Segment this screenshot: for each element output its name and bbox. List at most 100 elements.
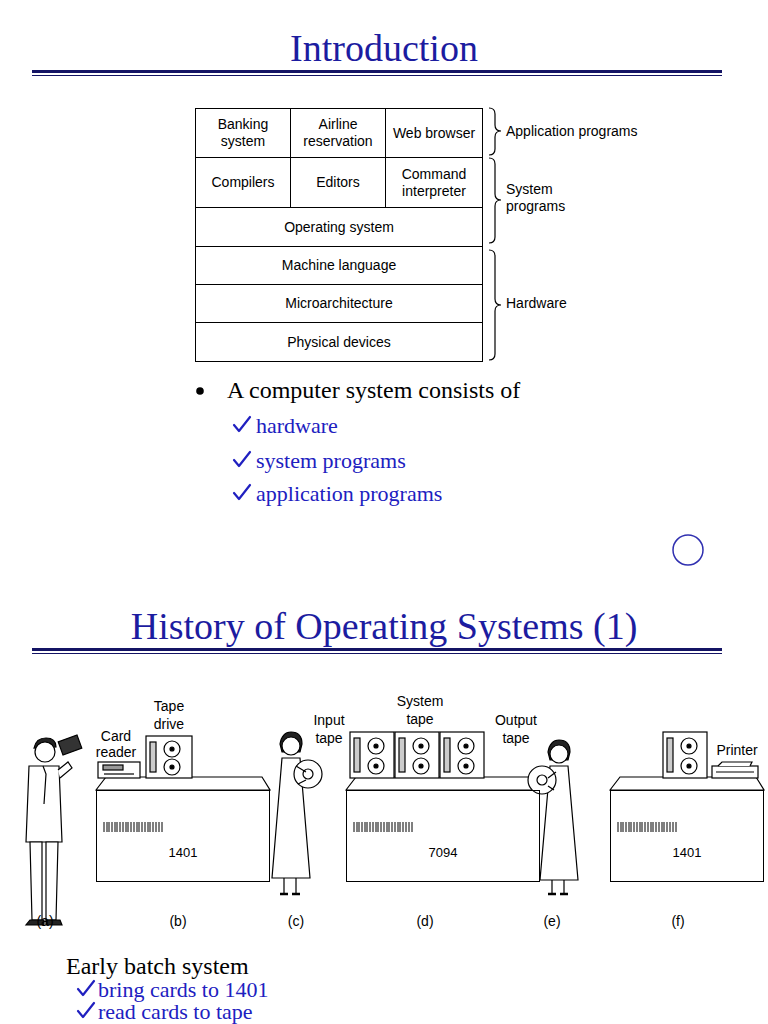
computer-1401 — [150, 742, 156, 772]
operator-figure — [272, 732, 322, 894]
check-mark — [78, 417, 250, 1017]
box-label: Operating system — [284, 219, 394, 236]
check-item: hardware — [256, 413, 556, 439]
operator-figure — [284, 878, 296, 894]
layer-band: Operating system — [195, 207, 483, 247]
computer-1401 — [98, 762, 140, 778]
system-program-box: Editors — [290, 157, 386, 208]
panel-stripes — [104, 822, 676, 832]
panel-letter: (f) — [661, 912, 695, 930]
box-label: Machine language — [282, 257, 396, 274]
box-label: 7094 — [347, 844, 539, 862]
computer-7094 — [413, 738, 429, 754]
computer-7094 — [444, 738, 450, 772]
computer-7094 — [368, 758, 384, 774]
system-program-box: Compilers — [195, 157, 291, 208]
check-mark — [78, 1003, 94, 1017]
operator-figure — [30, 842, 42, 920]
operator-figure — [58, 735, 82, 755]
panel-letter: (c) — [279, 912, 313, 930]
operator-figure — [43, 766, 46, 804]
check-mark — [234, 485, 250, 499]
computer-1401 — [96, 777, 270, 790]
group-label: Application programs — [506, 123, 656, 140]
computer-1401 — [687, 764, 691, 768]
box-label: Banking system — [200, 116, 286, 150]
device-label: Printer — [708, 741, 766, 759]
panel-letter: (d) — [408, 912, 442, 930]
operator-figure — [552, 880, 564, 894]
device-label: Input tape — [304, 711, 354, 747]
box-label: Web browser — [393, 125, 475, 142]
operator-figure — [46, 842, 58, 920]
computer-cabinet: 1401 — [610, 790, 764, 882]
layer-band: Physical devices — [195, 322, 483, 362]
panel-stripes — [618, 822, 676, 832]
device-label: Output tape — [488, 711, 544, 747]
computer-1401 — [104, 773, 134, 774]
application-box: Web browser — [385, 108, 483, 158]
check-mark — [234, 452, 250, 466]
computer-1401 — [164, 759, 180, 775]
bullet-dot — [196, 387, 204, 395]
curly-brace — [489, 108, 501, 155]
outline-circle — [673, 535, 703, 565]
computer-1401 — [164, 741, 180, 757]
computer-7094 — [419, 764, 423, 768]
computer-7094 — [464, 764, 468, 768]
group-label: System programs — [506, 181, 582, 215]
operator-figure — [280, 893, 300, 896]
box-label: Command interpreter — [390, 166, 478, 200]
layer-band: Machine language — [195, 246, 483, 285]
operator-figure — [294, 760, 322, 788]
computer-1401 — [667, 738, 673, 772]
box-label: Microarchitecture — [285, 295, 392, 312]
box-label: 1401 — [611, 844, 763, 862]
computer-1401 — [687, 744, 691, 748]
title-rule — [32, 70, 722, 73]
computer-7094 — [354, 738, 360, 772]
computer-7094 — [458, 758, 474, 774]
box-label: Editors — [316, 174, 360, 191]
box-label: Physical devices — [287, 334, 391, 351]
computer-1401 — [170, 765, 174, 769]
system-program-box: Command interpreter — [385, 157, 483, 208]
check-mark — [234, 417, 250, 431]
panel-stripes — [354, 822, 412, 832]
operator-figure — [58, 762, 72, 778]
operator-figure — [35, 742, 55, 762]
check-item: application programs — [256, 481, 556, 507]
outline-circle — [673, 535, 703, 565]
computer-cabinet: 7094 — [346, 790, 540, 882]
computer-7094 — [346, 777, 540, 790]
computer-7094 — [350, 732, 394, 778]
section-text: Early batch system — [66, 952, 466, 980]
curly-brace — [489, 108, 501, 360]
operator-figure — [528, 740, 578, 894]
computer-1401 — [681, 758, 697, 774]
panel-letter: (b) — [161, 912, 195, 930]
title-rule — [32, 70, 722, 654]
curly-brace — [489, 250, 501, 360]
application-box: Banking system — [195, 108, 291, 158]
operator-figure — [548, 893, 568, 896]
computer-7094 — [374, 764, 378, 768]
bullet-dot — [196, 387, 204, 395]
device-label: Tape drive — [142, 697, 196, 733]
computer-cabinet: 1401 — [96, 790, 270, 882]
computer-1401 — [170, 747, 174, 751]
computer-7094 — [368, 738, 384, 754]
computer-1401 — [103, 765, 123, 770]
title-rule — [32, 653, 722, 654]
computer-7094 — [374, 744, 378, 748]
operator-figure — [550, 745, 568, 763]
operator-figure — [26, 735, 82, 925]
check-item: bring cards to 1401 — [98, 979, 498, 1001]
check-item: system programs — [256, 448, 556, 474]
computer-7094 — [395, 732, 439, 778]
computer-1401 — [718, 762, 752, 766]
title-rule — [32, 648, 722, 651]
group-label: Hardware — [506, 295, 606, 312]
box-label: 1401 — [97, 844, 269, 862]
